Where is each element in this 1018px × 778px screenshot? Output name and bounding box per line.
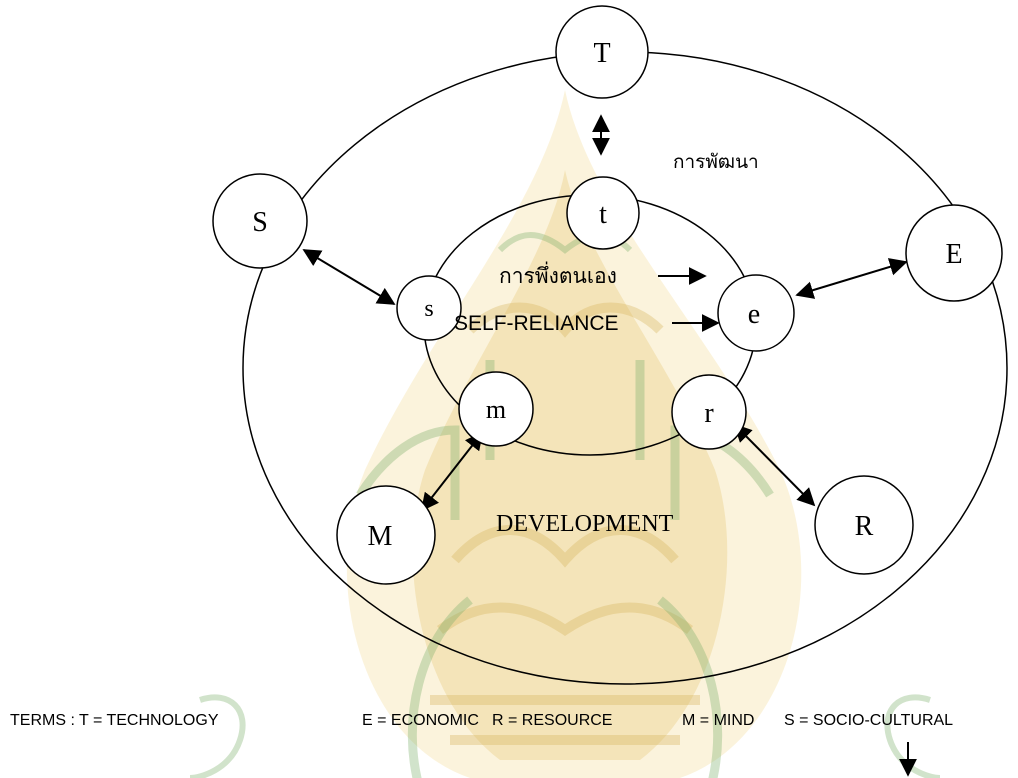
- node-S-label: S: [252, 207, 268, 238]
- terms-resource: R = RESOURCE: [492, 712, 612, 729]
- node-m-label: m: [486, 395, 506, 424]
- node-r: r: [671, 374, 747, 450]
- arrow-e-E: [795, 258, 908, 299]
- self-reliance-label: SELF-RELIANCE: [454, 312, 619, 335]
- node-E-label: E: [945, 239, 962, 270]
- node-t-label: t: [599, 199, 607, 230]
- node-E: E: [905, 204, 1003, 302]
- node-M: M: [336, 485, 436, 585]
- node-e: e: [717, 274, 795, 352]
- node-e-label: e: [748, 299, 760, 330]
- node-M-label: M: [368, 521, 393, 552]
- development-label: DEVELOPMENT: [496, 511, 674, 537]
- arrow-r-R: [733, 423, 816, 507]
- terms-legend: TERMS : T = TECHNOLOGY E = ECONOMIC R = …: [10, 712, 953, 729]
- node-R: R: [814, 475, 914, 575]
- node-T-label: T: [593, 38, 610, 69]
- development-thai-label: การพัฒนา: [673, 151, 759, 173]
- terms-economic: E = ECONOMIC: [362, 712, 479, 729]
- terms-socio-cultural: S = SOCIO-CULTURAL: [784, 712, 953, 729]
- arrow-m-M: [420, 431, 484, 512]
- node-t: t: [566, 176, 640, 250]
- watermark-seal: [189, 90, 941, 778]
- arrow-S-s: [302, 249, 396, 305]
- node-T: T: [555, 5, 649, 99]
- node-s: s: [396, 275, 462, 341]
- node-s-label: s: [424, 296, 433, 322]
- node-S: S: [212, 173, 308, 269]
- terms-mind: M = MIND: [682, 712, 754, 729]
- self-reliance-thai-label: การพึ่งตนเอง: [499, 261, 617, 288]
- node-R-label: R: [855, 511, 874, 542]
- terms-technology: TERMS : T = TECHNOLOGY: [10, 712, 219, 729]
- node-r-label: r: [704, 398, 714, 429]
- node-m: m: [458, 371, 534, 447]
